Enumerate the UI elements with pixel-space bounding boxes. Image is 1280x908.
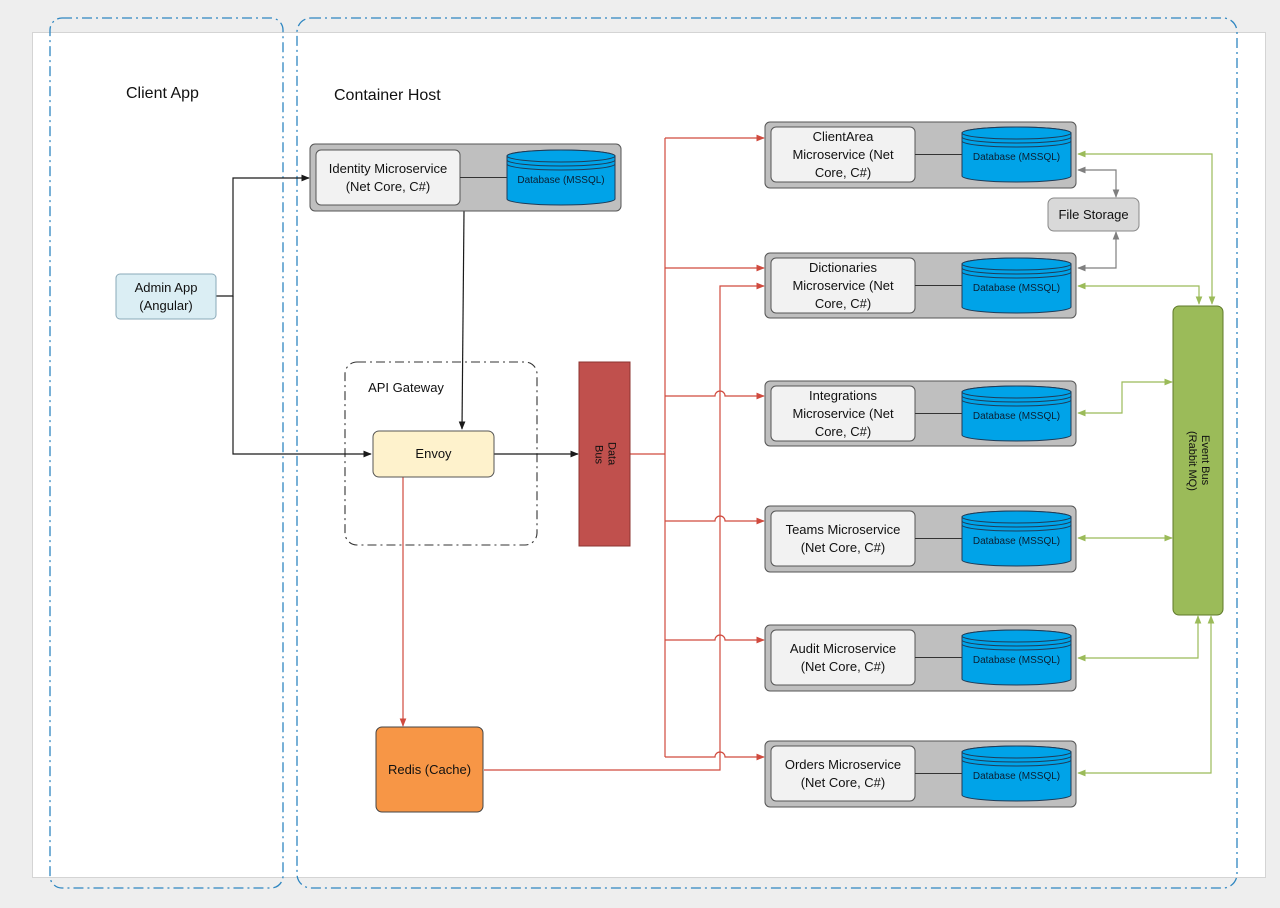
databus-to-audit-arrow [665,634,765,644]
database-label: Database (MSSQL) [972,771,1061,782]
service-panel-identity [309,143,622,212]
service-label-teams: Teams Microservice (Net Core, C#) [785,521,901,555]
redis-label: Redis (Cache) [387,761,472,777]
service-label-integrations: Integrations Microservice (Net Core, C#) [792,387,894,439]
file-storage-node [1047,197,1140,232]
file-storage-label: File Storage [1058,206,1129,222]
api-gateway-title: API Gateway [368,380,444,395]
database-cylinder-icon [961,385,1072,442]
service-panel-integrations [764,380,1077,447]
service-panel-audit [764,624,1077,692]
database-label: Database (MSSQL) [517,175,605,186]
service-panel-dictionaries [764,252,1077,319]
envoy-label: Envoy [415,446,452,461]
service-label-audit: Audit Microservice (Net Core, C#) [789,640,897,674]
service-label-identity: Identity Microservice (Net Core, C#) [328,160,448,194]
redis-to-dictionaries-arrow [484,282,765,771]
red-connectors [399,134,765,771]
database-label: Database (MSSQL) [972,411,1061,422]
admin-to-identity-arrow [216,174,310,297]
databus-to-teams-arrow [665,515,765,525]
database-cylinder-icon [961,510,1072,567]
container-host-title: Container Host [334,87,441,104]
redis-node [375,726,484,813]
service-label-orders: Orders Microservice (Net Core, C#) [784,756,902,790]
data-bus-node [578,361,631,547]
client-app-title: Client App [126,85,199,102]
identity-to-envoy-arrow [458,210,466,430]
dictionaries-eventbus-arrow [1077,282,1203,305]
databus-to-integrations-arrow [665,390,765,400]
admin-to-envoy-arrow [232,296,372,458]
database-cylinder-icon [506,149,616,206]
event-bus-node [1172,305,1224,616]
dictionaries-filestorage-arrow [1077,231,1120,272]
orders-eventbus-arrow [1077,615,1215,777]
databus-to-orders-arrow [665,751,765,761]
event-bus-label: Event Bus (Rabbit MQ) [1186,430,1211,491]
service-panel-client-area [764,121,1077,189]
admin-app-node [115,273,217,320]
database-label: Database (MSSQL) [972,283,1061,294]
client-app-zone [49,17,284,889]
black-connectors [216,174,579,458]
database-label: Database (MSSQL) [972,152,1061,163]
service-label-dictionaries: Dictionaries Microservice (Net Core, C#) [792,259,894,311]
container-host-zone [296,17,1238,889]
gray-connectors [1077,166,1120,272]
database-label: Database (MSSQL) [972,536,1061,547]
envoy-node [372,430,495,478]
service-panel-orders [764,740,1077,808]
admin-app-label: Admin App (Angular) [134,279,198,313]
database-label: Database (MSSQL) [972,655,1061,666]
database-cylinder-icon [961,126,1072,183]
integrations-eventbus-arrow [1077,378,1173,417]
database-cylinder-icon [961,629,1072,686]
service-label-client-area: ClientArea Microservice (Net Core, C#) [792,128,894,180]
database-cylinder-icon [961,745,1072,802]
audit-eventbus-arrow [1077,615,1202,662]
database-cylinder-icon [961,257,1072,314]
clientarea-eventbus-arrow [1077,150,1216,305]
service-panel-teams [764,505,1077,573]
clientarea-filestorage-arrow [1077,166,1120,198]
data-bus-label: Data Bus [592,442,618,466]
green-connectors [1077,150,1216,777]
